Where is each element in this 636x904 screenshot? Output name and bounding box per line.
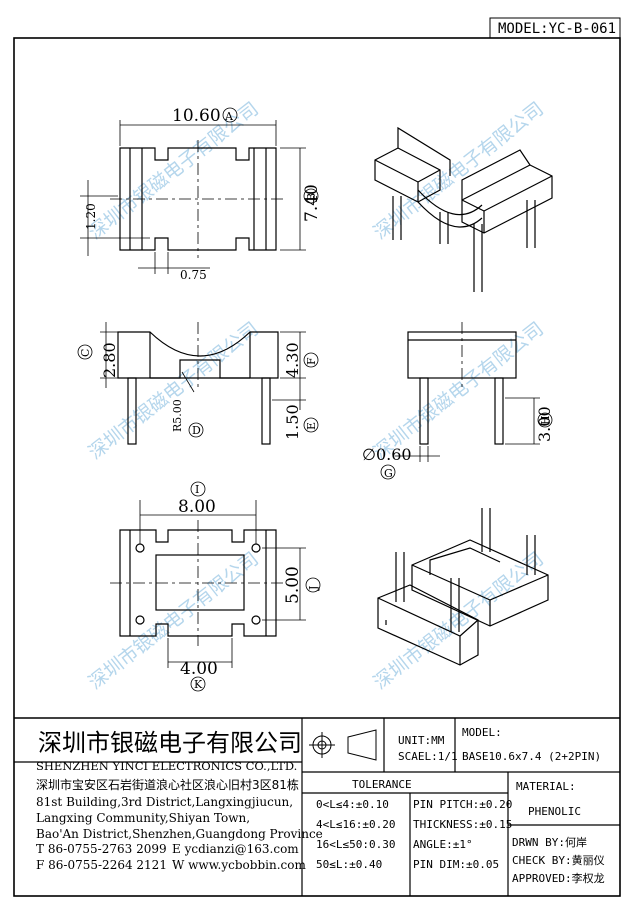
watermark-5: 深圳市银磁电子有限公司 (85, 548, 263, 694)
dim-front-c: 2.80 (100, 342, 119, 378)
approved-by: APPROVED:李权龙 (512, 871, 605, 885)
material-label: MATERIAL: (516, 780, 576, 793)
side-view-labels: ∅0.60 G 3.00 H (362, 406, 554, 480)
company-tel: T 86-0755-2763 2099 (36, 842, 167, 856)
tolerance-right-1: PIN PITCH:±0.20 (413, 798, 512, 811)
approvals: DRWN BY:何岸 CHECK BY:黄丽仪 APPROVED:李权龙 (512, 836, 605, 885)
company-address-en-3: Bao'An District,Shenzhen,Guangdong Provi… (36, 827, 323, 841)
tolerance-right-4: PIN DIM:±0.05 (413, 858, 499, 871)
dim-top-width: 10.60 (172, 106, 221, 126)
material-value: PHENOLIC (528, 805, 581, 818)
company-web: W www.ycbobbin.com (172, 858, 306, 872)
iso-view-2 (377, 508, 549, 666)
top-view-dims (80, 120, 306, 274)
bottom-view-dims (139, 500, 306, 668)
sheet-frame (13, 37, 621, 897)
scale-label: SCAEL:1/1 (398, 750, 458, 763)
tag-f: F (305, 357, 318, 365)
tag-b: B (305, 193, 318, 201)
tag-i: I (195, 483, 199, 496)
side-view (407, 322, 517, 445)
side-view-dims (395, 397, 540, 462)
company-address-cn: 深圳市宝安区石岩街道浪心社区浪心旧村3区81栋 (36, 777, 299, 792)
dim-bottom-k: 4.00 (180, 659, 218, 679)
title-block-frame (14, 717, 620, 896)
tolerance-left-2: 4<L≤16:±0.20 (316, 818, 395, 831)
company-email: E ycdianzi@163.com (172, 842, 299, 856)
tolerance-left: 0<L≤4:±0.10 4<L≤16:±0.20 16<L≤50:0.30 50… (316, 798, 395, 871)
projection-symbol (309, 729, 377, 761)
unit-label: UNIT:MM (398, 734, 445, 747)
dim-front-radius: R5.00 (171, 399, 184, 432)
watermark-3: 深圳市银磁电子有限公司 (85, 318, 263, 464)
bottom-view (110, 520, 286, 646)
tolerance-right-3: ANGLE:±1° (413, 838, 473, 851)
dim-side-pin: ∅0.60 (362, 445, 412, 464)
company-address-en-2: Langxing Community,Shiyan Town, (36, 811, 250, 825)
company-block: 深圳市银磁电子有限公司 SHENZHEN YINCI ELECTRONICS C… (36, 729, 323, 872)
tolerance-title: TOLERANCE (352, 778, 412, 791)
model-header: MODEL:YC-B-061 (489, 17, 621, 39)
model-box-label: MODEL: (462, 726, 502, 739)
dim-bottom-i: 8.00 (178, 497, 216, 517)
front-view (117, 322, 279, 445)
tag-d: D (192, 424, 201, 437)
model-box-value: BASE10.6x7.4 (2+2PIN) (462, 750, 601, 763)
tolerance-right-2: THICKNESS:±0.15 (413, 818, 512, 831)
tag-e: E (305, 422, 318, 430)
drawn-by: DRWN BY:何岸 (512, 836, 587, 849)
tolerance-right: PIN PITCH:±0.20 THICKNESS:±0.15 ANGLE:±1… (413, 798, 512, 871)
front-view-dims (100, 322, 306, 410)
tolerance-left-4: 50≤L:±0.40 (316, 858, 382, 871)
check-by: CHECK BY:黄丽仪 (512, 853, 605, 867)
dim-front-e: 1.50 (283, 404, 302, 440)
model-header-label: MODEL:YC-B-061 (498, 21, 616, 37)
bottom-view-labels: I 8.00 5.00 J 4.00 K (178, 481, 321, 692)
tag-k: K (194, 678, 203, 691)
front-view-labels: 2.80 C R5.00 D 1.50 E 4.30 F (77, 342, 319, 440)
tag-g: G (384, 467, 393, 480)
company-address-en-1: 81st Building,3rd District,Langxingjiucu… (36, 795, 293, 809)
tolerance-left-3: 16<L≤50:0.30 (316, 838, 395, 851)
company-fax: F 86-0755-2264 2121 (36, 858, 167, 872)
iso-view-1 (374, 126, 553, 292)
top-view-labels: 10.60 A 7.40 B 1.20 0.75 (84, 106, 322, 282)
dim-slot-width: 0.75 (180, 268, 207, 282)
tag-c: C (79, 349, 92, 357)
tag-a: A (224, 110, 234, 123)
company-name-cn: 深圳市银磁电子有限公司 (38, 729, 302, 757)
tag-j: J (307, 586, 320, 591)
top-view (110, 140, 286, 258)
tag-h: H (539, 415, 552, 425)
dim-front-f: 4.30 (283, 342, 302, 378)
company-name-en: SHENZHEN YINCI ELECTRONICS CO.,LTD. (36, 759, 297, 773)
dim-slot-height: 1.20 (84, 203, 98, 230)
tolerance-left-1: 0<L≤4:±0.10 (316, 798, 389, 811)
dim-bottom-j: 5.00 (283, 566, 303, 604)
